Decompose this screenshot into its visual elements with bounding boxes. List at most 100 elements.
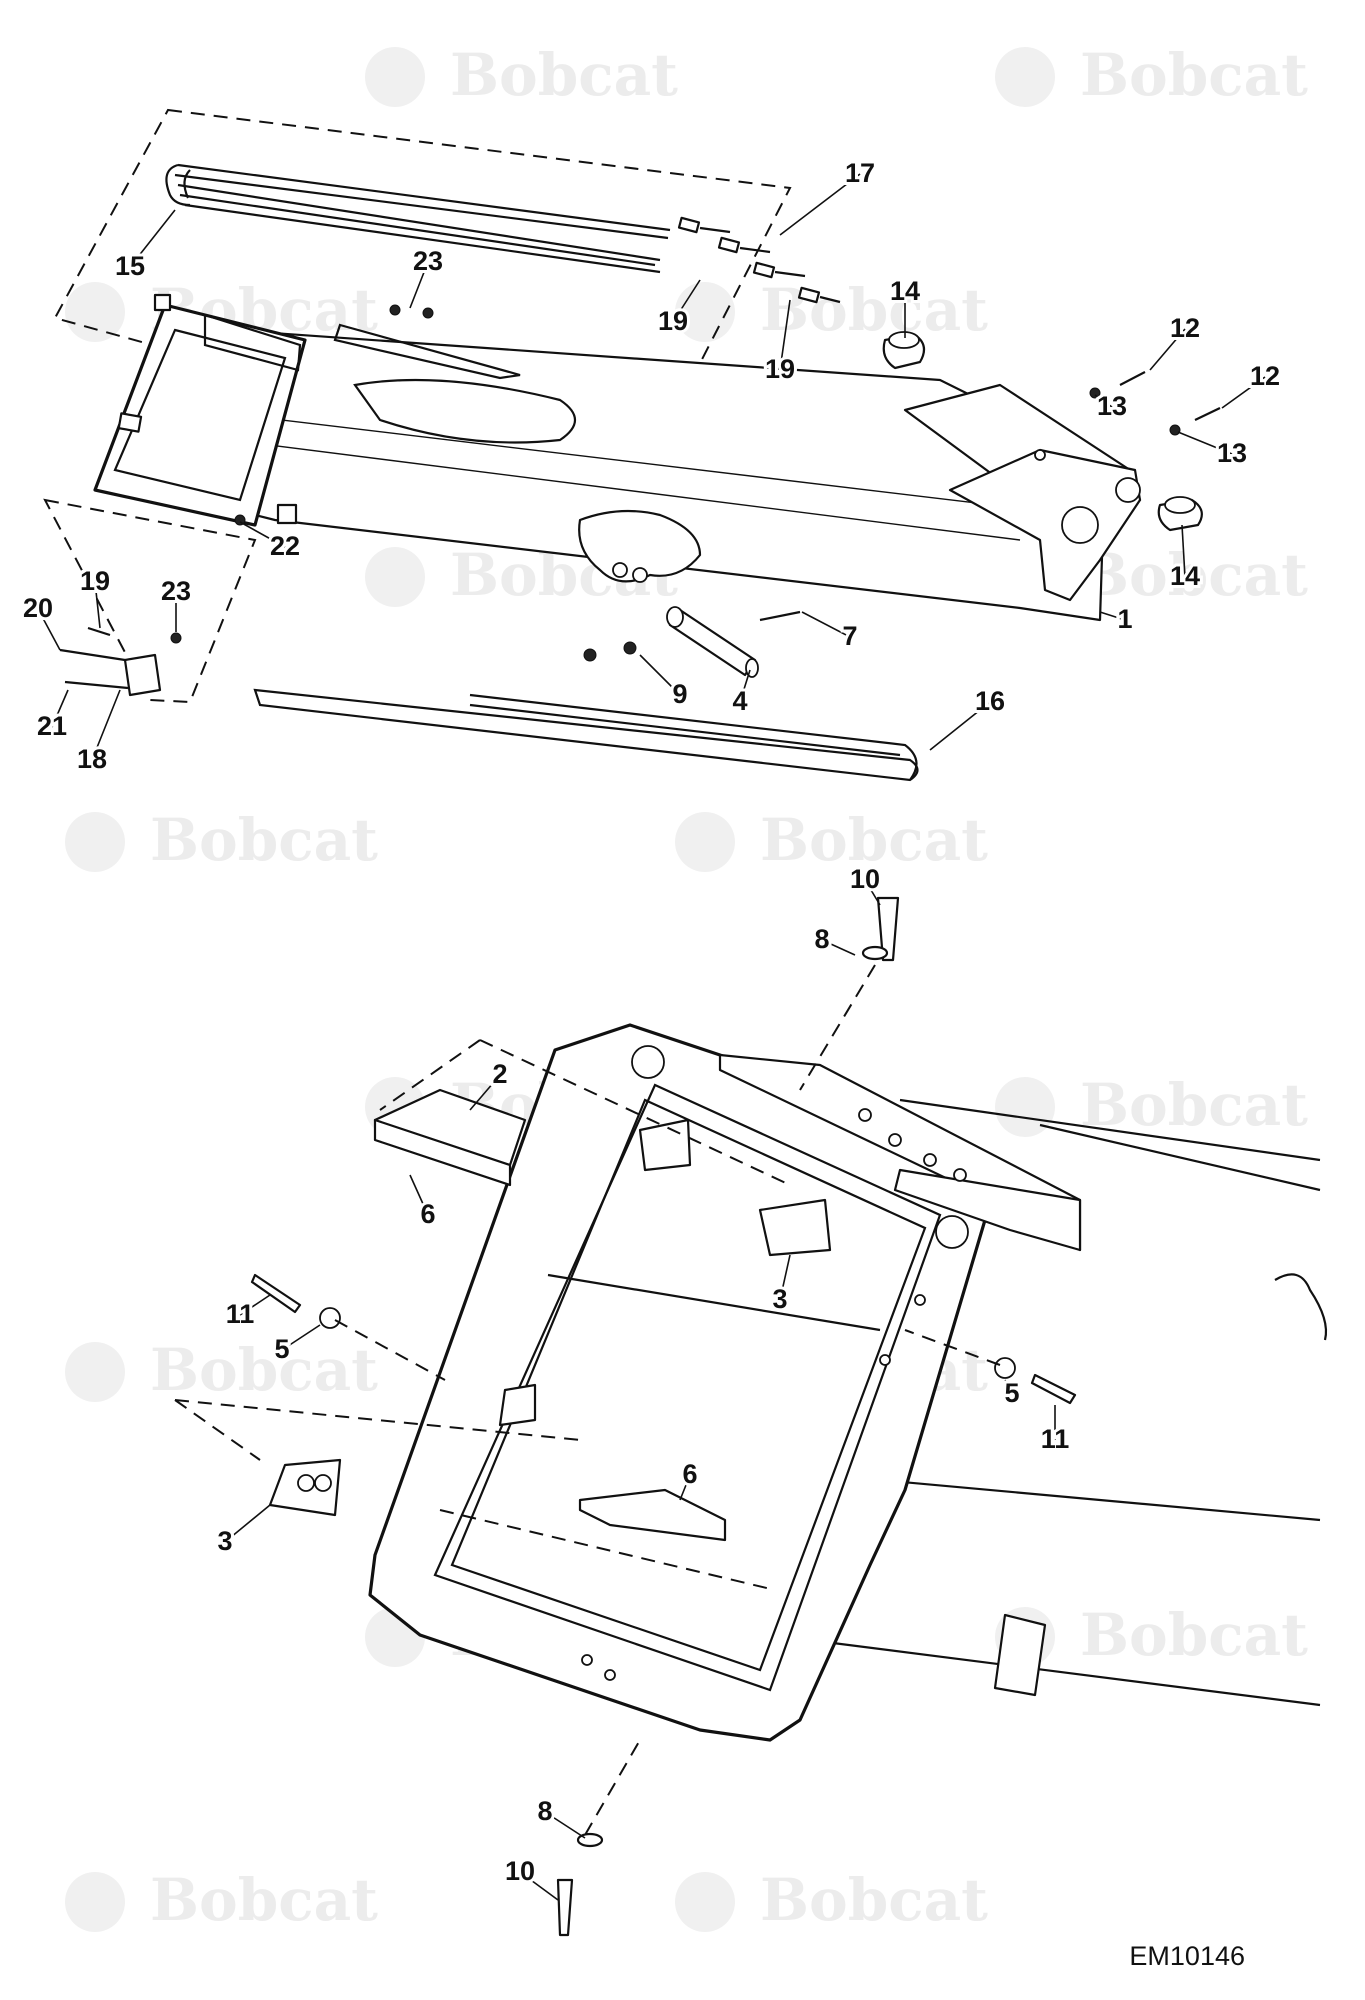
group-outline-lower	[43, 498, 257, 704]
bottom-leader-line	[469, 1074, 501, 1111]
watermark-text: Bobcat	[150, 1866, 378, 1934]
bottom-leader-line	[679, 1474, 691, 1501]
top-callout-label: 17	[845, 158, 875, 188]
top-assembly	[43, 108, 1221, 782]
bottom-leader-line	[864, 879, 881, 906]
top-leader-line	[129, 209, 176, 268]
top-callout-label: 15	[115, 251, 145, 281]
bottom-callout-label: 3	[772, 1284, 787, 1314]
watermark-logo	[65, 812, 125, 872]
top-callout-label: 4	[732, 686, 747, 716]
watermark-text: Bobcat	[450, 41, 678, 109]
bottom-callout-label: 6	[420, 1199, 435, 1229]
bottom-callout-label: 5	[274, 1334, 289, 1364]
top-leader-line	[1099, 611, 1126, 621]
top-callout-label: 12	[1250, 361, 1280, 391]
top-callout-label: 13	[1217, 438, 1247, 468]
watermark-text: Bobcat	[1080, 1601, 1308, 1669]
top-callout-label: 23	[413, 246, 443, 276]
bottom-assembly	[174, 896, 1328, 1937]
watermark-text: Bobcat	[1080, 1071, 1308, 1139]
watermark-text: Bobcat	[760, 276, 988, 344]
top-callout-label: 21	[37, 711, 67, 741]
watermark-text: Bobcat	[760, 1866, 988, 1934]
watermark-text: Bobcat	[150, 1336, 378, 1404]
top-callout-label: 14	[890, 276, 920, 306]
bottom-leader-line	[821, 939, 856, 956]
bottom-leader-line	[1004, 1379, 1013, 1395]
watermark-logo	[65, 282, 125, 342]
watermark-text: Bobcat	[1080, 541, 1308, 609]
top-callout-label: 18	[77, 744, 107, 774]
bottom-leader-line	[544, 1811, 586, 1839]
bushings	[882, 331, 1203, 532]
top-leader-line	[51, 689, 69, 728]
top-leader-line	[1094, 394, 1113, 408]
top-leader-line	[1221, 376, 1266, 409]
top-callout-label: 14	[1170, 561, 1200, 591]
top-callout-label: 1	[1117, 604, 1132, 634]
top-leader-line	[91, 689, 121, 761]
top-leader-line	[779, 173, 861, 236]
top-callout-label: 19	[658, 306, 688, 336]
bottom-leader-line	[409, 1174, 429, 1216]
pivot-pin	[666, 606, 759, 678]
watermark-text: Bobcat	[1080, 41, 1308, 109]
bottom-leader-line	[519, 1871, 559, 1901]
bottom-leader-line	[779, 1254, 791, 1301]
bottom-callout-label: 6	[682, 1459, 697, 1489]
top-callout-label: 23	[161, 576, 191, 606]
top-callout-label: 16	[975, 686, 1005, 716]
hose-bundle	[165, 163, 671, 274]
top-callout-label: 22	[270, 531, 300, 561]
bottom-callout-label: 10	[850, 864, 880, 894]
hose-pair	[253, 688, 919, 782]
bottom-leader-line	[281, 1324, 321, 1351]
main-beam	[93, 293, 1142, 622]
top-leader-line	[94, 581, 101, 629]
watermark-text: Bobcat	[150, 806, 378, 874]
watermark-logo	[365, 547, 425, 607]
bottom-callout-label: 11	[226, 1299, 255, 1329]
watermark-logo	[65, 1872, 125, 1932]
watermark-logo	[65, 1342, 125, 1402]
watermark-logo	[675, 1872, 735, 1932]
bottom-callout-label: 3	[217, 1526, 232, 1556]
top-callout-label: 9	[672, 679, 687, 709]
top-leader-line	[801, 611, 851, 638]
watermark-logo	[675, 812, 735, 872]
diagram-code: EM10146	[1129, 1941, 1245, 1971]
small-fasteners	[583, 371, 1221, 662]
bottom-callout-label: 2	[492, 1059, 507, 1089]
watermark-logo	[365, 47, 425, 107]
top-callout-label: 19	[80, 566, 110, 596]
plate-fasteners	[250, 896, 1077, 1937]
top-leader-line	[672, 279, 701, 323]
bottom-leader-line	[224, 1504, 271, 1543]
bottom-leader-line	[239, 1294, 271, 1316]
top-leader-line	[779, 299, 791, 371]
bottom-callout-label: 8	[537, 1796, 552, 1826]
watermark-logo	[995, 47, 1055, 107]
top-leader-line	[409, 261, 429, 309]
alignment-lines	[174, 964, 1001, 1836]
top-leader-line	[37, 608, 61, 651]
top-leader-line	[1149, 328, 1186, 371]
bottom-callout-label: 11	[1041, 1424, 1070, 1454]
top-leader-line	[739, 669, 751, 703]
top-leader-line	[1177, 431, 1233, 455]
bottom-callout-label: 8	[814, 924, 829, 954]
small-bracket	[59, 626, 182, 697]
top-leader-line	[239, 521, 286, 548]
top-leader-line	[1181, 524, 1186, 578]
top-callout-label: 13	[1097, 391, 1127, 421]
watermark-logo	[995, 1077, 1055, 1137]
bottom-callout-label: 5	[1004, 1378, 1019, 1408]
top-leader-line	[929, 701, 991, 751]
top-callout-label: 19	[765, 354, 795, 384]
top-leader-line	[639, 654, 681, 696]
top-callout-label: 7	[842, 621, 857, 651]
